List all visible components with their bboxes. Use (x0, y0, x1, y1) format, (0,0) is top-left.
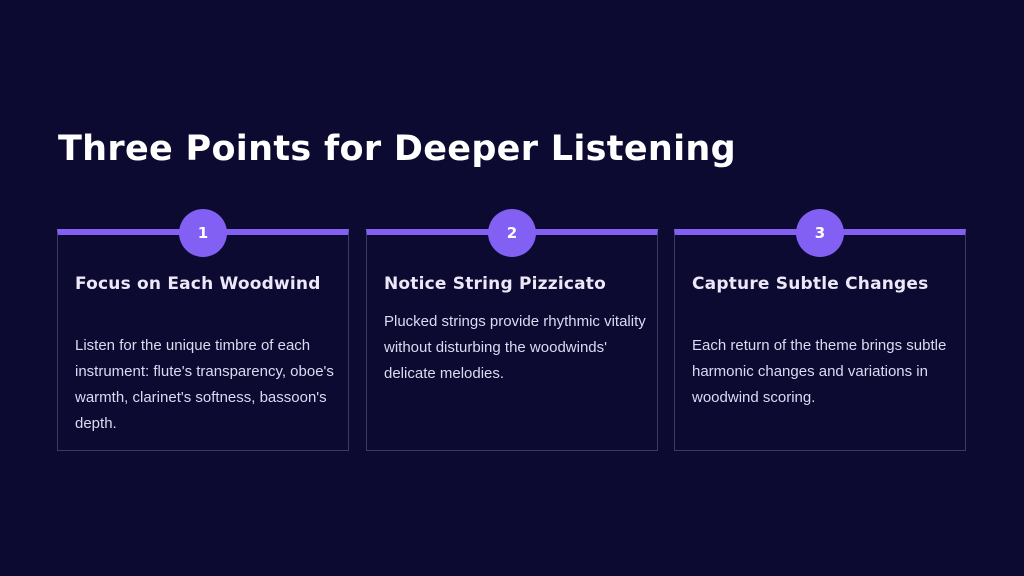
number-badge-3: 3 (796, 209, 844, 257)
point-card-2: 2 Notice String Pizzicato Plucked string… (366, 209, 658, 451)
point-card-1: 1 Focus on Each Woodwind Listen for the … (57, 209, 349, 451)
number-badge-1: 1 (179, 209, 227, 257)
card-title-1: Focus on Each Woodwind (75, 274, 321, 294)
card-body-3: Each return of the theme brings subtle h… (692, 337, 947, 406)
card-title-2: Notice String Pizzicato (384, 274, 607, 294)
card-title-3: Capture Subtle Changes (692, 274, 929, 294)
card-body-1: Listen for the unique timbre of each ins… (75, 337, 334, 432)
slide-title: Three Points for Deeper Listening (58, 129, 736, 169)
point-card-3: 3 Capture Subtle Changes Each return of … (674, 209, 966, 451)
number-badge-2: 2 (488, 209, 536, 257)
card-body-2: Plucked strings provide rhythmic vitalit… (384, 313, 646, 382)
